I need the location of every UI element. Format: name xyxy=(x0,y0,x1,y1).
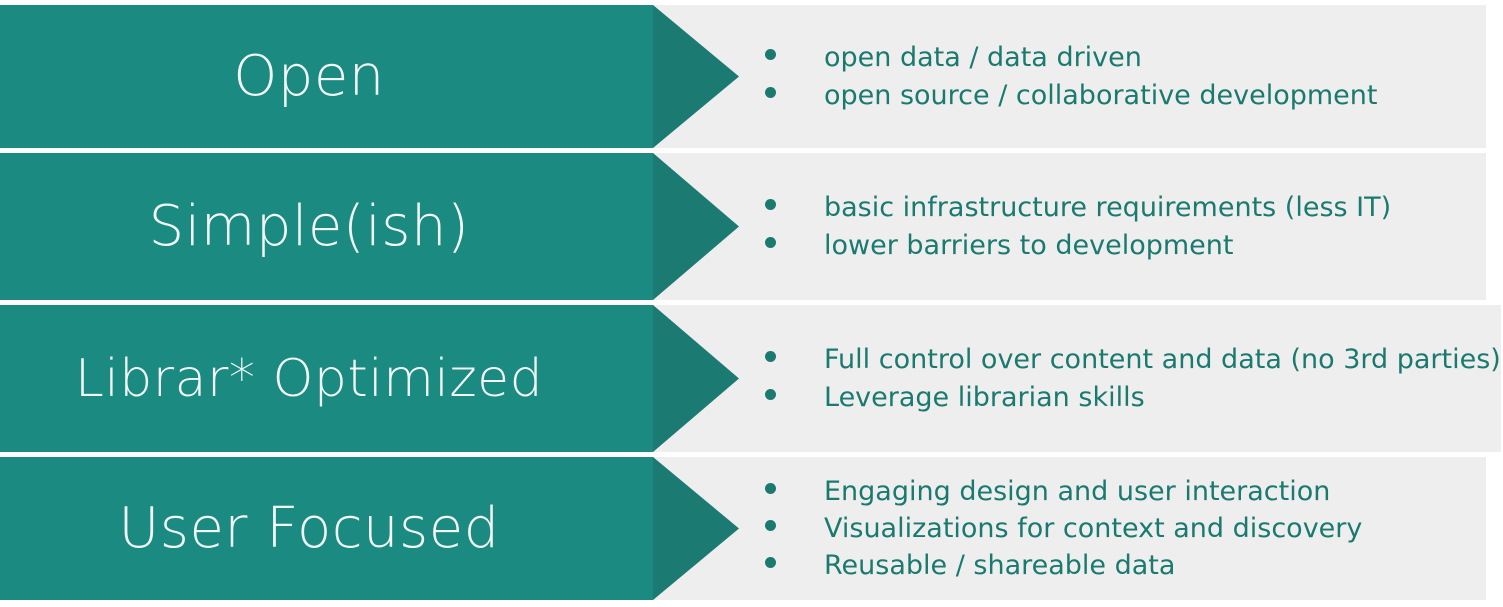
arrow-shape-open: Open xyxy=(0,5,740,148)
arrow-body xyxy=(0,5,653,148)
arrow-head-icon xyxy=(653,457,739,600)
list-item: Engaging design and user interaction xyxy=(765,473,1486,510)
list-item-label: basic infrastructure requirements (less … xyxy=(824,192,1392,224)
bullet-dot-icon xyxy=(765,199,776,211)
list-item: Reusable / shareable data xyxy=(765,547,1486,584)
bullet-dot-icon xyxy=(765,519,776,531)
bullet-dot-icon xyxy=(765,86,776,98)
arrow-shape-simple: Simple(ish) xyxy=(0,153,740,300)
principle-row-user-focused: User Focused Engaging design and user in… xyxy=(0,457,1486,600)
arrow-label-simple: Simple(ish) xyxy=(148,193,470,259)
bullet-list-librar-optimized: Full control over content and data (no 3… xyxy=(740,305,1501,452)
list-item-label: lower barriers to development xyxy=(824,229,1234,261)
bullet-dot-icon xyxy=(765,236,776,248)
arrow-head-icon xyxy=(653,153,739,300)
row-separator xyxy=(0,0,1486,5)
list-item: open source / collaborative development xyxy=(765,77,1486,114)
row-separator xyxy=(0,600,1486,607)
arrow-label-librar-optimized: Librar* Optimized xyxy=(74,348,544,409)
bullet-dot-icon xyxy=(765,482,776,494)
row-separator xyxy=(0,300,1486,305)
principle-row-open: Open open data / data driven open source… xyxy=(0,5,1486,148)
list-item-label: Visualizations for context and discovery xyxy=(824,512,1363,544)
row-separator xyxy=(0,452,1486,457)
arrow-shape-user-focused: User Focused xyxy=(0,457,740,600)
list-item-label: open data / data driven xyxy=(824,42,1142,74)
bullet-dot-icon xyxy=(765,388,776,400)
list-item: Leverage librarian skills xyxy=(765,379,1501,416)
arrow-body xyxy=(0,153,653,300)
list-item-label: open source / collaborative development xyxy=(824,79,1378,111)
bullet-list-open: open data / data driven open source / co… xyxy=(740,5,1486,148)
list-item-label: Engaging design and user interaction xyxy=(824,475,1331,507)
principle-row-librar-optimized: Librar* Optimized Full control over cont… xyxy=(0,305,1501,452)
arrow-head-icon xyxy=(653,5,739,148)
arrow-head-icon xyxy=(653,305,739,452)
arrow-body xyxy=(0,305,653,452)
list-item: basic infrastructure requirements (less … xyxy=(765,189,1486,226)
arrow-body xyxy=(0,457,653,600)
bullet-dot-icon xyxy=(765,557,776,569)
list-item: open data / data driven xyxy=(765,39,1486,76)
bullet-dot-icon xyxy=(765,351,776,363)
list-item-label: Leverage librarian skills xyxy=(824,381,1145,413)
arrow-shape-librar-optimized: Librar* Optimized xyxy=(0,305,740,452)
row-separator xyxy=(0,148,1486,153)
bullet-dot-icon xyxy=(765,49,776,61)
arrow-label-open: Open xyxy=(233,43,385,109)
list-item-label: Full control over content and data (no 3… xyxy=(824,344,1501,376)
bullet-list-simple: basic infrastructure requirements (less … xyxy=(740,153,1486,300)
list-item: Full control over content and data (no 3… xyxy=(765,341,1501,378)
list-item: lower barriers to development xyxy=(765,227,1486,264)
principle-row-simple: Simple(ish) basic infrastructure require… xyxy=(0,153,1486,300)
bullet-list-user-focused: Engaging design and user interaction Vis… xyxy=(740,457,1486,600)
list-item-label: Reusable / shareable data xyxy=(824,550,1176,582)
arrow-label-user-focused: User Focused xyxy=(118,495,500,561)
list-item: Visualizations for context and discovery xyxy=(765,510,1486,547)
